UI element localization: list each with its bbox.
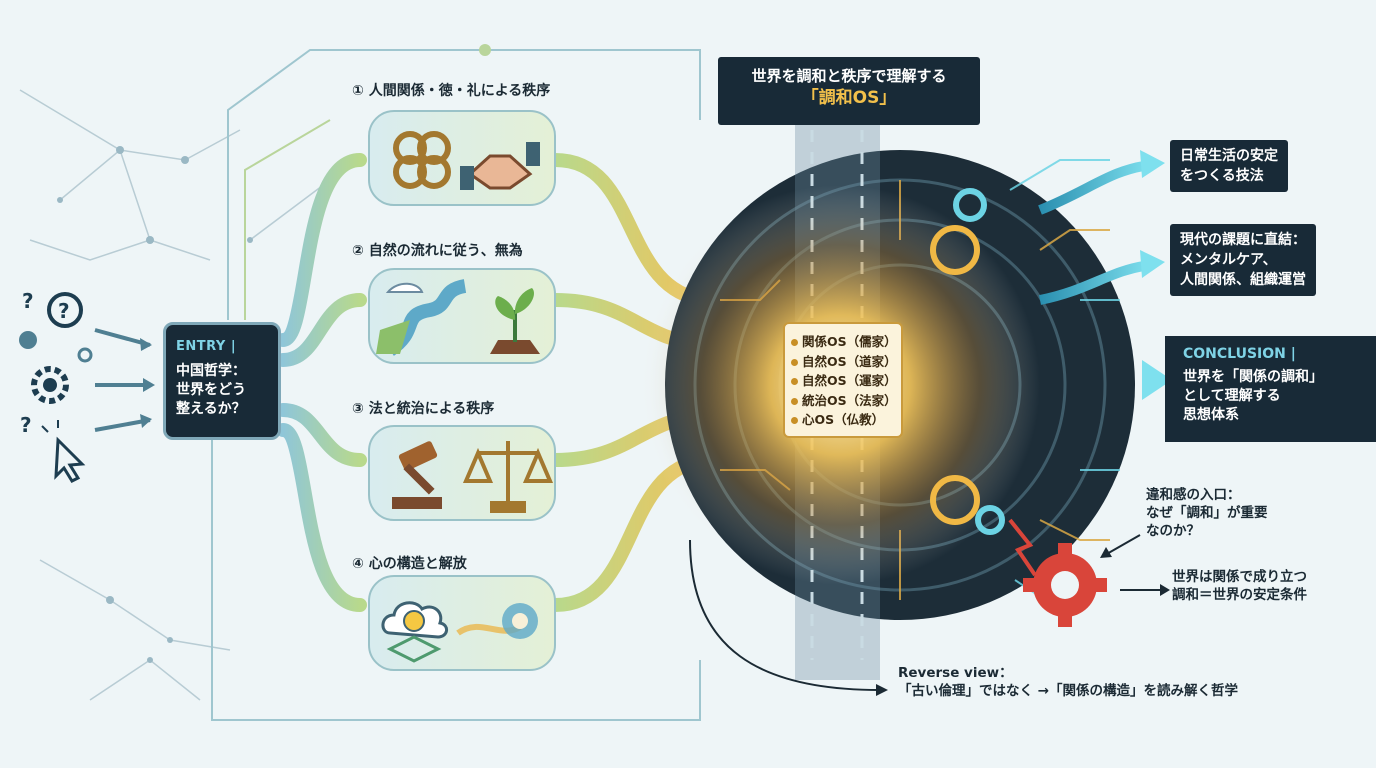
red-gear-icon bbox=[1008, 518, 1107, 627]
outgoing-arrows bbox=[1000, 150, 1172, 400]
step-2-title: ② 自然の流れに従う、無為 bbox=[352, 243, 523, 259]
entry-line-2: 世界をどう bbox=[176, 382, 246, 398]
reverse-view-note: Reverse view： 「古い倫理」ではなく →「関係の構造」を読み解く哲学 bbox=[898, 664, 1238, 700]
os-item: 自然OS（道家） bbox=[791, 352, 897, 372]
modern-issues-line-3: 人間関係、組織運営 bbox=[1180, 272, 1306, 288]
relations-line-1: 世界は関係で成り立つ bbox=[1172, 569, 1307, 585]
reverse-line-2: 「古い倫理」ではなく →「関係の構造」を読み解く哲学 bbox=[898, 683, 1239, 699]
svg-text:?: ? bbox=[58, 299, 70, 323]
sprout-icon bbox=[490, 288, 540, 354]
scales-icon bbox=[462, 441, 554, 513]
step-2-panel bbox=[368, 268, 556, 364]
conclusion-tag: CONCLUSION | bbox=[1183, 346, 1296, 362]
harmony-os-callout: 世界を調和と秩序で理解する 「調和OS」 bbox=[718, 57, 980, 125]
modern-issues-line-1: 現代の課題に直結： bbox=[1180, 232, 1306, 248]
cursor-icon bbox=[41, 420, 86, 483]
step-4-panel bbox=[368, 575, 556, 671]
knot-icon bbox=[393, 131, 451, 189]
discomfort-line-2: なぜ「調和」が重要 bbox=[1146, 505, 1268, 521]
question-icons: ? ? ? bbox=[19, 289, 83, 437]
entry-line-3: 整えるか？ bbox=[176, 401, 246, 417]
step-3-title: ③ 法と統治による秩序 bbox=[352, 401, 495, 417]
harmony-os-line-2: 「調和OS」 bbox=[801, 88, 897, 108]
conclusion-line-1: 世界を「関係の調和」 bbox=[1183, 369, 1323, 385]
daily-stability-box: 日常生活の安定 をつくる技法 bbox=[1170, 140, 1288, 192]
discomfort-line-1: 違和感の入口： bbox=[1146, 487, 1241, 503]
os-list-card: 関係OS（儒家） 自然OS（道家） 自然OS（運家） 統治OS（法家） 心OS（… bbox=[783, 322, 903, 438]
flow-arrows-left bbox=[276, 153, 367, 612]
entry-tag: ENTRY | bbox=[176, 339, 237, 354]
step-4-title: ④ 心の構造と解放 bbox=[352, 556, 467, 572]
lightbulb-cloud-icon bbox=[381, 601, 448, 663]
discomfort-line-3: なのか？ bbox=[1146, 523, 1200, 539]
relations-note: 世界は関係で成り立つ 調和＝世界の安定条件 bbox=[1172, 568, 1307, 604]
harmony-os-line-1: 世界を調和と秩序で理解する bbox=[751, 67, 947, 85]
gear-icon bbox=[31, 347, 93, 404]
conclusion-line-3: 思想体系 bbox=[1183, 407, 1239, 423]
svg-text:?: ? bbox=[22, 289, 34, 313]
conclusion-box: CONCLUSION | 世界を「関係の調和」 として理解する 思想体系 bbox=[1165, 336, 1376, 442]
svg-text:?: ? bbox=[20, 413, 32, 437]
entry-line-1: 中国哲学： bbox=[176, 363, 246, 379]
reverse-line-1: Reverse view： bbox=[898, 665, 1013, 681]
handshake-icon bbox=[460, 142, 540, 190]
modern-issues-box: 現代の課題に直結： メンタルケア、 人間関係、組織運営 bbox=[1170, 224, 1316, 296]
step-3-panel bbox=[368, 425, 556, 521]
step-1-panel bbox=[368, 110, 556, 206]
river-icon bbox=[376, 279, 467, 356]
os-item: 自然OS（運家） bbox=[791, 371, 897, 391]
daily-stability-line-1: 日常生活の安定 bbox=[1180, 148, 1278, 164]
entry-box: ENTRY | 中国哲学： 世界をどう 整えるか？ bbox=[163, 322, 281, 440]
gavel-icon bbox=[392, 441, 442, 509]
os-item: 関係OS（儒家） bbox=[791, 332, 897, 352]
os-item: 統治OS（法家） bbox=[791, 391, 897, 411]
step-1-title: ① 人間関係・徳・礼による秩序 bbox=[352, 83, 551, 99]
os-item: 心OS（仏教） bbox=[791, 410, 895, 430]
modern-issues-line-2: メンタルケア、 bbox=[1180, 252, 1277, 268]
wind-swirl-icon bbox=[456, 603, 538, 639]
discomfort-note: 違和感の入口： なぜ「調和」が重要 なのか？ bbox=[1146, 486, 1268, 540]
daily-stability-line-2: をつくる技法 bbox=[1180, 168, 1264, 184]
relations-line-2: 調和＝世界の安定条件 bbox=[1172, 587, 1307, 603]
conclusion-line-2: として理解する bbox=[1183, 388, 1281, 404]
